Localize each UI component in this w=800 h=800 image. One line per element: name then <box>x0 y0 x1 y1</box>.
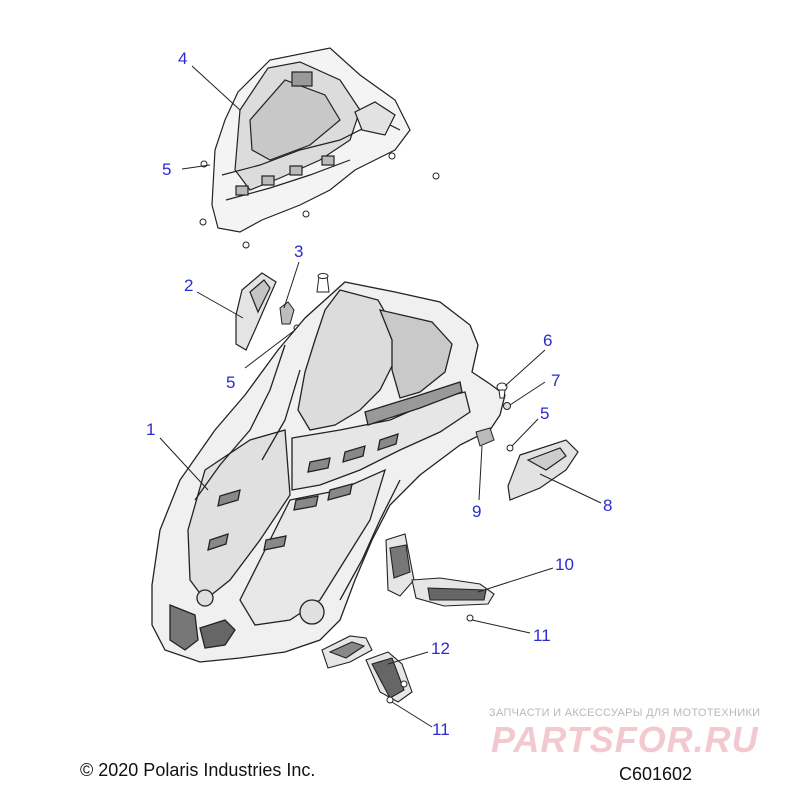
windshield-screws <box>199 152 440 249</box>
callout-8: 8 <box>603 496 613 515</box>
callout-10: 10 <box>555 555 574 574</box>
part-windshield-4 <box>211 47 411 233</box>
part-grille-bracket-10 <box>385 533 495 607</box>
callout-5: 5 <box>540 404 550 423</box>
diagram-code: C601602 <box>619 764 693 784</box>
part-hood-1 <box>151 281 506 663</box>
fastener-6-7 <box>496 382 511 410</box>
part-side-trim-2 <box>235 272 277 351</box>
callout-11: 11 <box>432 720 450 739</box>
part-side-trim-8 <box>507 439 579 501</box>
watermark-logo: PARTSFOR.RU <box>491 719 759 760</box>
callout-5: 5 <box>162 160 172 179</box>
callout-11: 11 <box>533 626 551 645</box>
callout-6: 6 <box>543 331 553 350</box>
part-bracket-9 <box>475 427 495 447</box>
callout-12: 12 <box>431 639 450 658</box>
callout-1: 1 <box>146 420 156 439</box>
callout-2: 2 <box>184 276 194 295</box>
callout-4: 4 <box>178 49 188 68</box>
part-clip-3 <box>279 301 295 325</box>
callout-3: 3 <box>294 242 304 261</box>
part-grille-bracket-12 <box>321 635 413 703</box>
screw-5c <box>506 444 514 452</box>
fastener-top <box>316 273 330 293</box>
callout-9: 9 <box>472 502 482 521</box>
callout-5: 5 <box>226 373 236 392</box>
fastener-11a <box>466 614 474 622</box>
copyright-text: © 2020 Polaris Industries Inc. <box>80 760 316 780</box>
fastener-11b <box>386 680 408 704</box>
watermark-tagline: ЗАПЧАСТИ И АКСЕССУАРЫ ДЛЯ МОТОТЕХНИКИ <box>489 707 761 719</box>
callout-7: 7 <box>551 371 561 390</box>
leader-lines <box>159 65 602 728</box>
